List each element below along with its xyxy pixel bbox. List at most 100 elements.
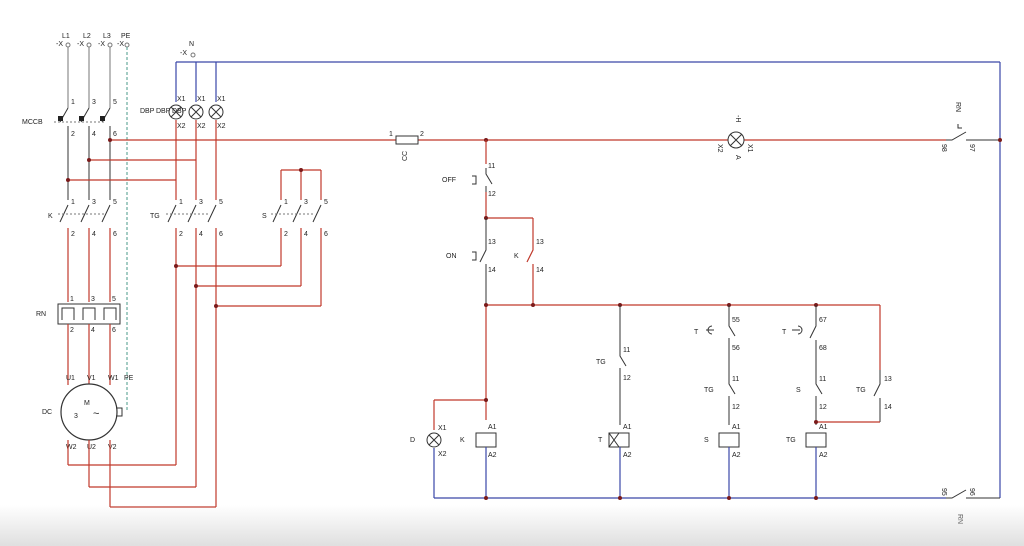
fuse-cc: 1 2 CC: [389, 131, 424, 161]
motor-symbol: M: [84, 400, 90, 407]
motor-tilde: ~: [93, 408, 99, 420]
supply-l3-label: L3: [103, 33, 111, 40]
rn-top-98: 98: [940, 144, 947, 152]
tg-nc2-contact: TG 11 12: [704, 372, 740, 425]
contactor-s-pin-1: 1: [284, 199, 288, 206]
dbp-x2-c: X2: [217, 123, 226, 130]
contactor-tg-pin-2: 2: [179, 231, 183, 238]
contactor-s-pin-5: 5: [324, 199, 328, 206]
s-nc-12: 12: [819, 404, 827, 411]
rn-top-97: 97: [968, 144, 975, 152]
contactor-s: S 1 3 5 2 4 6: [262, 199, 328, 238]
contactor-tg-pin-3: 3: [199, 199, 203, 206]
supply-l1-label: L1: [62, 33, 70, 40]
dbp-lamps: DBP DBP DBP X1 X1 X1 X2 X2 X2: [140, 61, 1000, 200]
contactor-tg-pin-6: 6: [219, 231, 223, 238]
s-nc-11: 11: [819, 376, 826, 383]
motor-u1: U1: [66, 375, 75, 382]
mccb-pin-2: 2: [71, 131, 75, 138]
mccb-pin-5: 5: [113, 99, 117, 106]
tg-hold-label: TG: [856, 387, 866, 394]
contactor-k-label: K: [48, 213, 53, 220]
contactor-tg-pin-1: 1: [179, 199, 183, 206]
tg-nc-12: 12: [623, 375, 631, 382]
s-nc-label: S: [796, 387, 801, 394]
contactor-k: K 1 3 5 2 4 6: [48, 199, 117, 238]
contactor-tg: TG 1 3 5 2 4 6: [150, 199, 223, 238]
mccb-label: MCCB: [22, 119, 43, 126]
tg-nc2-label: TG: [704, 387, 714, 394]
timer-t-nc-label: T: [694, 329, 699, 336]
rn-contact-bottom: RN 95 96: [940, 488, 1000, 524]
lamp-d: D X1 X2: [410, 398, 488, 498]
k-hold-13: 13: [536, 239, 544, 246]
tg-nc2-11: 11: [732, 376, 739, 383]
k-hold-14: 14: [536, 267, 544, 274]
on-label: ON: [446, 253, 457, 260]
motor-v1: V1: [87, 375, 96, 382]
dbp-x1-b: X1: [197, 96, 206, 103]
supply-l2-x: -X: [77, 41, 84, 48]
tg-nc-label: TG: [596, 359, 606, 366]
overload-rn-pin-6: 6: [112, 327, 116, 334]
contactor-k-pin-3: 3: [92, 199, 96, 206]
coil-k-a2: A2: [488, 452, 497, 459]
overload-rn-pin-2: 2: [70, 327, 74, 334]
motor-label: DC: [42, 409, 52, 416]
supply-pe-x: -X: [117, 41, 124, 48]
lamp-h-label: -H: [734, 115, 741, 122]
coil-tg: TG A1 A2: [786, 424, 828, 500]
coil-tg-a2: A2: [819, 452, 828, 459]
overload-rn: RN 1 3 5 2 4 6: [36, 296, 121, 385]
motor-w2: W2: [66, 444, 77, 451]
dbp-x1-a: X1: [177, 96, 186, 103]
timer-t-no-68: 68: [819, 345, 827, 352]
coil-s-label: S: [704, 437, 709, 444]
contactor-s-pin-3: 3: [304, 199, 308, 206]
dbp-overlap-2: DBP: [172, 108, 187, 115]
coil-k-label: K: [460, 437, 465, 444]
off-button: OFF 11 12: [442, 140, 496, 218]
coil-s-a2: A2: [732, 452, 741, 459]
tg-nc-11: 11: [623, 347, 630, 354]
s-bridge: [280, 168, 322, 200]
motor-dc: U1 V1 W1 PE DC M 3 ~ W2 U2 V2: [42, 375, 216, 508]
s-nc-contact: S 11 12: [796, 372, 827, 425]
fuse-cc-pin-2: 2: [420, 131, 424, 138]
off-pin-12: 12: [488, 191, 496, 198]
motor-w1: W1: [108, 375, 119, 382]
neutral-rail: [434, 62, 1002, 499]
supply-l3-x: -X: [98, 41, 105, 48]
tg-nc2-12: 12: [732, 404, 740, 411]
phase-lines-mid: [66, 126, 486, 200]
contactor-k-pin-1: 1: [71, 199, 75, 206]
contactor-tg-label: TG: [150, 213, 160, 220]
lamp-d-x2: X2: [438, 451, 447, 458]
coil-t: T A1 A2: [598, 424, 632, 500]
k-holding-contact: K 13 14: [514, 236, 544, 305]
lamp-d-label: D: [410, 437, 415, 444]
on-button: ON 13 14: [446, 218, 496, 305]
dbp-label: DBP: [140, 108, 155, 115]
contactor-k-pin-2: 2: [71, 231, 75, 238]
rn-bottom-label: RN: [956, 514, 963, 524]
supply-n-x: -X: [180, 50, 187, 57]
lamp-h-sub: A: [734, 155, 741, 160]
contactor-tg-pin-5: 5: [219, 199, 223, 206]
motor-u2: U2: [87, 444, 96, 451]
lamp-h-x1: X1: [746, 144, 753, 153]
control-top-bus: [484, 138, 946, 142]
overload-rn-pin-4: 4: [91, 327, 95, 334]
k-holding-loop: [484, 216, 534, 236]
mccb-breaker: MCCB 1 3 5 2 4 6: [22, 99, 117, 138]
contactor-s-pin-2: 2: [284, 231, 288, 238]
rn-contact-top: RN 97 98: [940, 102, 1000, 152]
fuse-cc-label: CC: [402, 151, 409, 161]
mccb-pin-6: 6: [113, 131, 117, 138]
coil-t-a2: A2: [623, 452, 632, 459]
coil-t-a1: A1: [623, 424, 632, 431]
mccb-pin-3: 3: [92, 99, 96, 106]
supply-n-label: N: [189, 41, 194, 48]
tg-hold-14: 14: [884, 404, 892, 411]
